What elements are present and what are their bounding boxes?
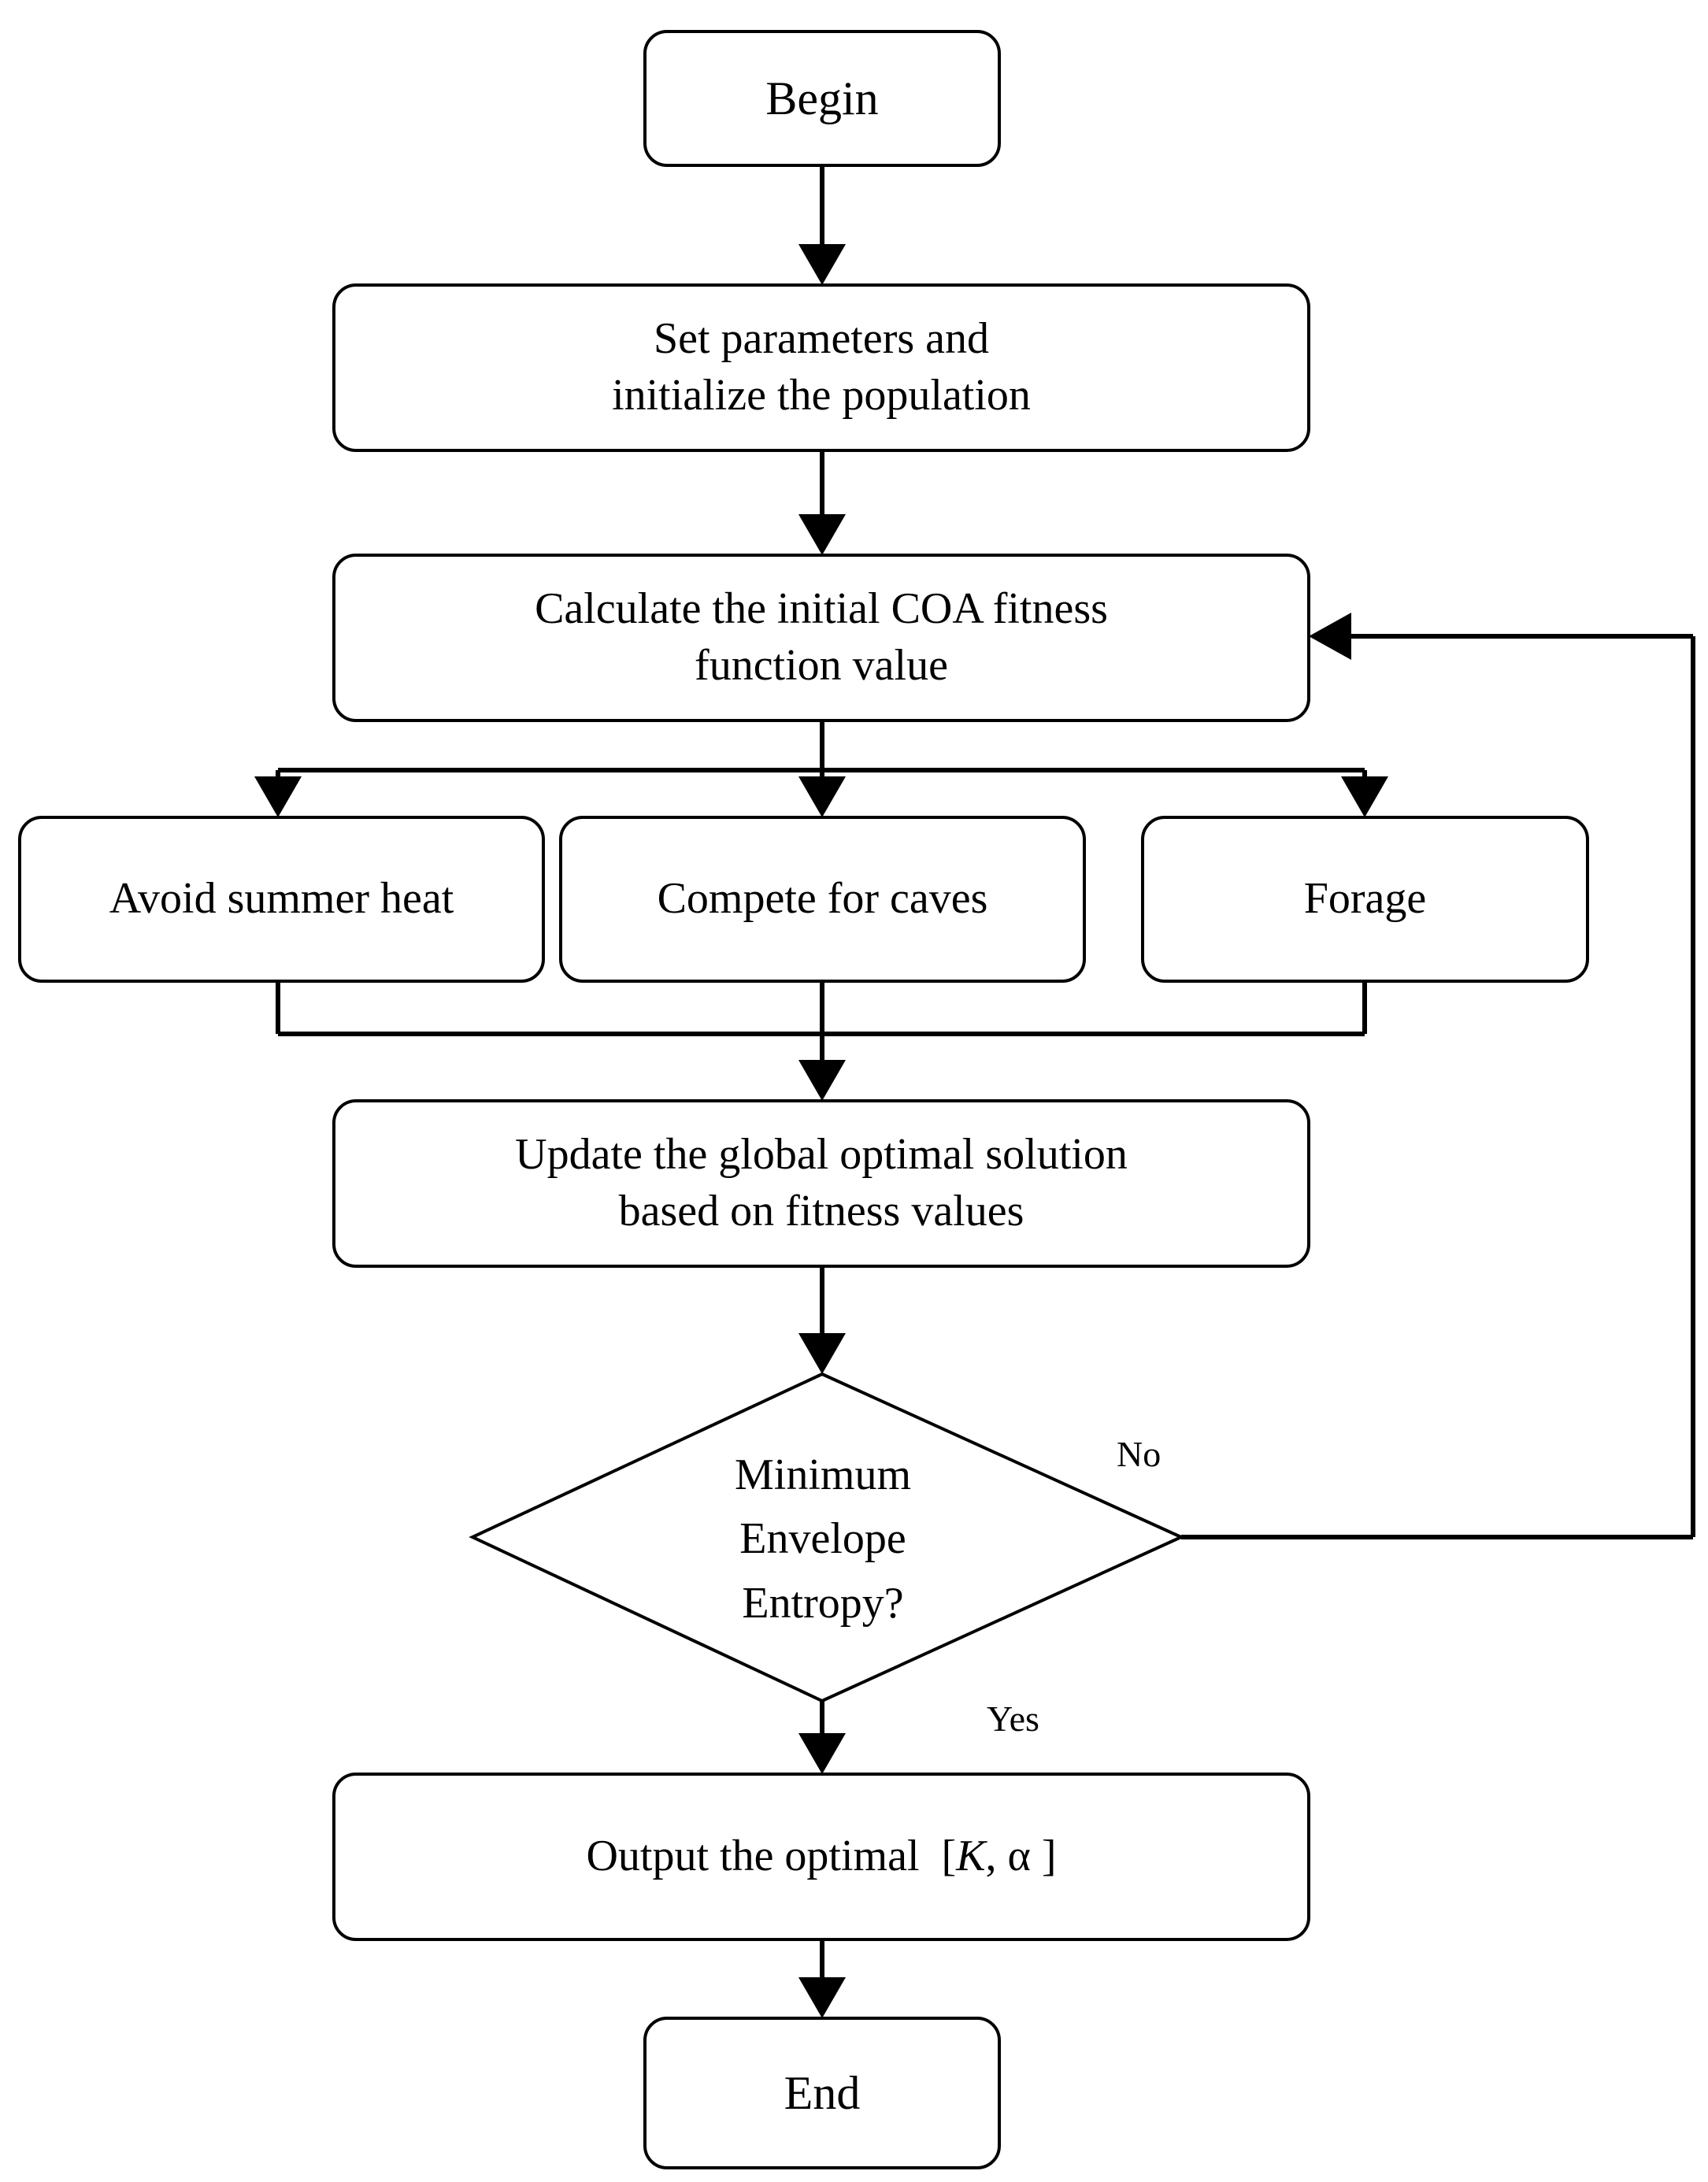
node-shape-forage[interactable] <box>1141 816 1589 983</box>
node-shape-begin[interactable] <box>643 30 1001 167</box>
edge-init-to-fitness <box>798 450 846 555</box>
node-shape-init[interactable] <box>332 283 1310 452</box>
edge-begin-to-init <box>798 165 846 285</box>
edge-fitness-to-split <box>254 721 1388 817</box>
edge-decision-yes-to-output <box>798 1701 846 1774</box>
node-shape-end[interactable] <box>643 2017 1001 2169</box>
node-shape-compete[interactable] <box>559 816 1086 983</box>
node-shape-update[interactable] <box>332 1099 1310 1268</box>
edge-label-yes: Yes <box>987 1699 1039 1739</box>
node-shape-output[interactable] <box>332 1773 1310 1941</box>
node-shape-avoid[interactable] <box>18 816 545 983</box>
edge-branches-to-update <box>276 981 1367 1101</box>
edge-update-to-decision <box>798 1266 846 1374</box>
node-shape-decision[interactable] <box>469 1372 1185 1703</box>
edge-label-no: No <box>1117 1434 1162 1474</box>
node-shape-fitness[interactable] <box>332 554 1310 722</box>
edge-output-to-end <box>798 1939 846 2018</box>
edge-decision-no-to-fitness <box>1181 613 1695 1539</box>
